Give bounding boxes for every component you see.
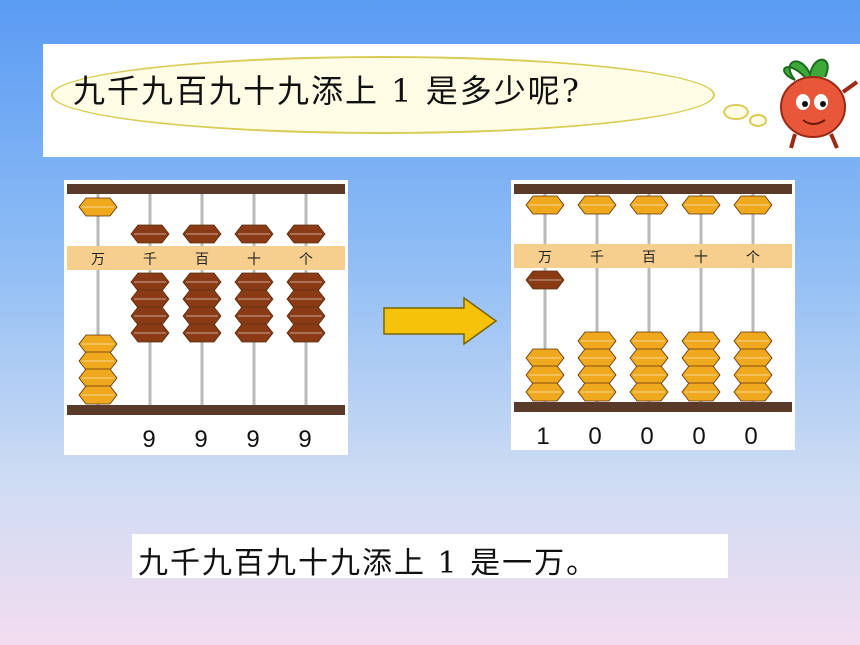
abacus-bead [629,382,669,402]
abacus-bead [733,382,773,402]
place-label: 十 [247,252,261,268]
question-banner: 九千九百九十九添上 1 是多少呢? [43,44,860,157]
abacus-bead [681,195,721,215]
abacus-bead [525,195,565,215]
digit: 0 [588,423,602,450]
abacus-bead [525,382,565,402]
place-label: 百 [642,250,656,266]
abacus-top-bar [514,184,792,194]
place-label: 个 [299,252,313,268]
answer-text: 九千九百九十九添上 1 是一万。 [138,546,599,581]
place-label: 千 [590,250,604,266]
abacus-beam [514,244,792,268]
abacus-bead [234,224,274,244]
digit: 9 [142,426,156,453]
digit: 9 [298,426,312,453]
abacus-bead [182,224,222,244]
place-label: 个 [746,250,760,266]
abacus-bead [681,382,721,402]
abacus-bead [629,195,669,215]
abacus-bead [78,385,118,405]
right-arrow-icon [383,296,498,346]
place-label: 百 [195,252,209,268]
abacus-bead [234,323,274,343]
digit: 0 [744,423,758,450]
place-label: 万 [538,250,552,266]
bubble-dot [749,114,767,127]
abacus-bead [130,224,170,244]
abacus-bead [525,270,565,290]
abacus-before: 万 千 百 十 个 9 9 9 9 [64,180,348,455]
digit: 9 [246,426,260,453]
digit: 9 [194,426,208,453]
abacus-before-frame: 万千百十个 [67,184,345,415]
abacus-bead [733,195,773,215]
place-label: 万 [91,252,105,268]
abacus-bead [577,195,617,215]
abacus-beam [67,246,345,270]
abacus-bead [182,323,222,343]
place-label: 十 [694,250,708,266]
abacus-bead [286,323,326,343]
answer-box: 九千九百九十九添上 1 是一万。 [132,534,728,581]
bubble-dot [723,104,749,120]
thought-bubble [51,56,715,134]
abacus-bead [577,382,617,402]
place-label: 千 [143,252,157,268]
abacus-top-bar [67,184,345,194]
abacus-after: 万 千 百 十 个 1 0 0 0 0 [511,180,795,450]
abacus-bead [130,323,170,343]
radish-mascot-icon [780,58,859,149]
digit: 1 [536,423,550,450]
question-text: 九千九百九十九添上 1 是多少呢? [73,72,581,110]
abacus-bead [286,224,326,244]
digit: 0 [692,423,706,450]
digit: 0 [640,423,654,450]
abacus-after-frame: 万千百十个 [514,184,792,412]
abacus-bead [78,197,118,217]
abacus-bottom-bar [67,405,345,415]
abacus-bottom-bar [514,402,792,412]
